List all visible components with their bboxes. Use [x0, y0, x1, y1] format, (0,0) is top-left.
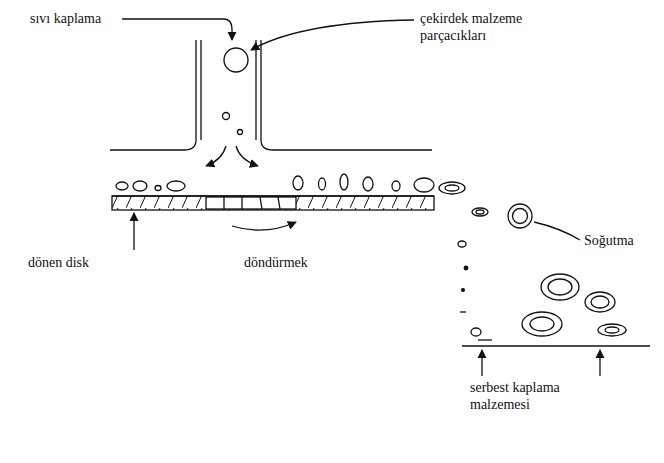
rotating-disk — [112, 196, 434, 210]
film-droplets — [116, 174, 434, 192]
tube-wall — [261, 40, 432, 150]
leader-arrow — [481, 350, 482, 376]
droplet — [223, 113, 230, 120]
flying-particles — [439, 182, 626, 340]
rotation-label: döndürmek — [244, 254, 364, 271]
leader-arrow — [599, 350, 600, 376]
leader-line — [534, 222, 580, 240]
flow-arrow — [236, 146, 258, 166]
droplet — [238, 130, 243, 135]
leader-arrow — [251, 20, 414, 50]
flow-arrow — [206, 146, 226, 166]
disk-label: dönen disk — [28, 254, 148, 271]
free-coating-label: serbest kaplama malzemesi — [470, 379, 602, 413]
core-label: çekirdek malzeme parçacıkları — [420, 10, 558, 44]
disk-hub — [206, 197, 296, 209]
collection-surface — [462, 345, 650, 346]
leader-arrow — [122, 19, 232, 40]
rotation-arrow — [232, 222, 296, 230]
tube-wall — [255, 40, 256, 140]
hub-segments — [224, 197, 280, 209]
tube-wall — [200, 40, 201, 140]
core-particle — [224, 48, 248, 72]
cooling-label: Soğutma — [584, 232, 660, 249]
leader-arrow — [133, 213, 134, 250]
tube-wall — [110, 40, 196, 150]
coating-label: sıvı kaplama — [30, 10, 160, 27]
